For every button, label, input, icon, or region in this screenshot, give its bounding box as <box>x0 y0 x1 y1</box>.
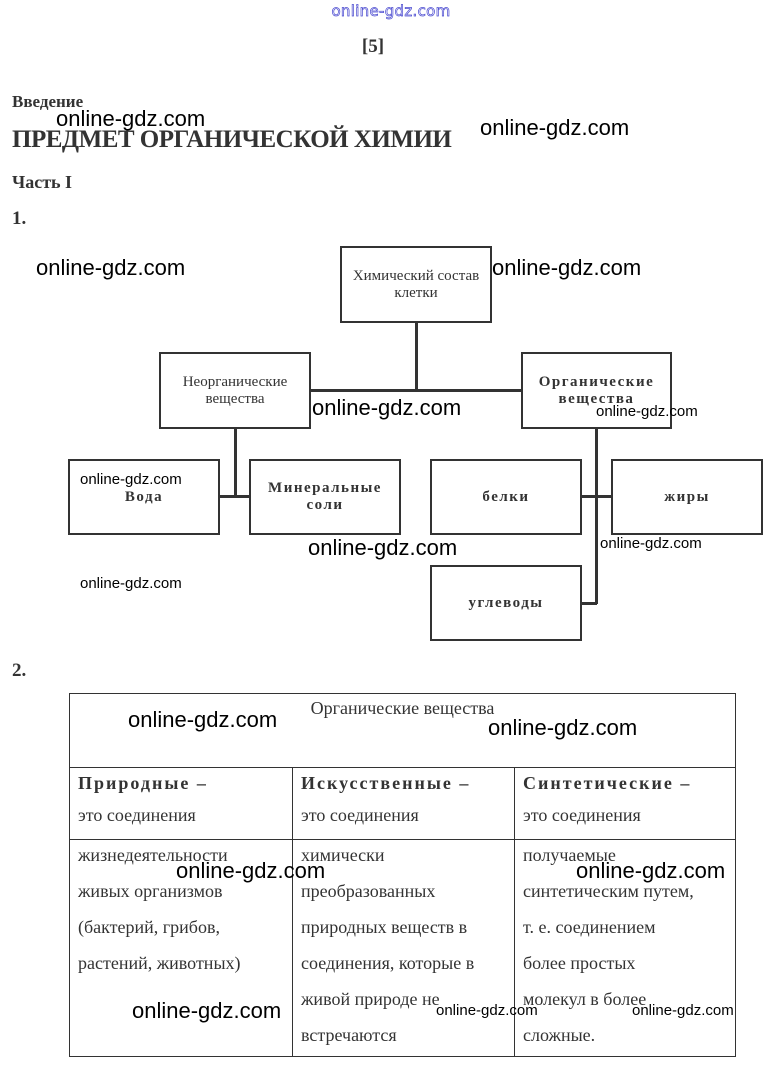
cell-line: молекул в более <box>523 989 647 1009</box>
watermark: online-gdz.com <box>600 535 702 552</box>
column-title: Природные – <box>78 773 208 793</box>
node-carbs: углеводы <box>430 565 582 641</box>
task2-number: 2. <box>12 660 27 681</box>
node-inorganic: Неорганические вещества <box>159 352 311 429</box>
watermark: online-gdz.com <box>436 1002 538 1019</box>
organic-substances-table: Органические вещества Природные – это со… <box>69 693 736 1057</box>
section-intro: Введение <box>12 92 84 111</box>
watermark: online-gdz.com <box>576 858 726 883</box>
watermark: online-gdz.com <box>56 106 206 131</box>
cell-line: (бактерий, грибов, <box>78 917 220 937</box>
task1-number: 1. <box>12 208 27 229</box>
cell-line: растений, животных) <box>78 953 241 973</box>
node-minerals: Минеральные соли <box>249 459 401 535</box>
cell-line: синтетическим путем, <box>523 881 694 901</box>
connector-line <box>581 602 597 605</box>
cell-line: получаемые <box>523 845 616 865</box>
watermark: online-gdz.com <box>80 471 182 488</box>
section-part: Часть I <box>12 172 73 192</box>
watermark: online-gdz.com <box>36 255 186 280</box>
node-proteins: белки <box>430 459 582 535</box>
node-organic: Органические вещества <box>521 352 672 429</box>
watermark: online-gdz.com <box>480 115 630 140</box>
page-number: [5] <box>361 36 385 57</box>
node-water: Вода <box>68 459 220 535</box>
column-subtitle: это соединения <box>78 805 196 825</box>
cell-line: соединения, которые в <box>301 953 475 973</box>
cell-line: встречаются <box>301 1025 397 1045</box>
top-watermark: online-gdz.com <box>331 2 451 21</box>
connector-line <box>595 428 598 604</box>
table-column-artificial: Искусственные – это соединения химически… <box>292 768 514 1056</box>
column-subtitle: это соединения <box>301 805 419 825</box>
cell-line: живой природе не <box>301 989 440 1009</box>
watermark: online-gdz.com <box>312 395 462 420</box>
table-header: Органические вещества <box>70 694 735 768</box>
watermark: online-gdz.com <box>632 1002 734 1019</box>
watermark: online-gdz.com <box>80 575 182 592</box>
watermark: online-gdz.com <box>308 535 458 560</box>
node-root: Химический состав клетки <box>340 246 492 323</box>
connector-line <box>415 321 418 390</box>
cell-line: живых организмов <box>78 881 223 901</box>
cell-line: преобразованных <box>301 881 436 901</box>
connector-line <box>310 389 522 392</box>
cell-line: химически <box>301 845 385 865</box>
table-column-synthetic: Синтетические – это соединения получаемы… <box>514 768 735 1056</box>
connector-line <box>219 495 250 498</box>
watermark: online-gdz.com <box>176 858 326 883</box>
cell-line: природных веществ в <box>301 917 468 937</box>
watermark: online-gdz.com <box>128 707 278 732</box>
column-title: Синтетические – <box>523 773 692 793</box>
table-column-natural: Природные – это соединения жизнедеятельн… <box>70 768 292 1056</box>
section-title: ПРЕДМЕТ ОРГАНИЧЕСКОЙ ХИМИИ <box>12 126 452 153</box>
column-subtitle: это соединения <box>523 805 641 825</box>
cell-line: жизнедеятельности <box>78 845 228 865</box>
cell-line: т. е. соединением <box>523 917 656 937</box>
cell-line: более простых <box>523 953 636 973</box>
watermark: online-gdz.com <box>488 715 638 740</box>
node-fats: жиры <box>611 459 763 535</box>
watermark: online-gdz.com <box>596 403 698 420</box>
connector-line <box>581 495 612 498</box>
cell-line: сложные. <box>523 1025 596 1045</box>
connector-line <box>234 428 237 496</box>
watermark: online-gdz.com <box>132 998 282 1023</box>
watermark: online-gdz.com <box>492 255 642 280</box>
column-title: Искусственные – <box>301 773 471 793</box>
